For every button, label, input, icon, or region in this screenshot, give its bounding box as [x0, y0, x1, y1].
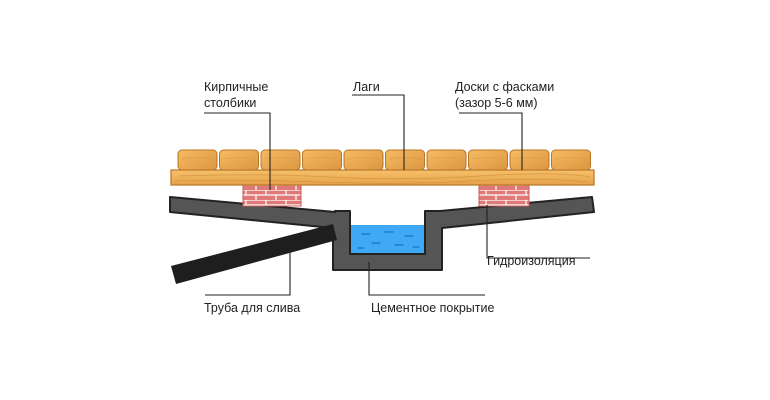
floor-board	[426, 149, 467, 171]
label-boards-line2: (зазор 5-6 мм)	[455, 96, 538, 110]
brick-post-right	[478, 183, 530, 207]
brick-post-left	[242, 183, 302, 207]
floor-board	[468, 149, 508, 171]
floor-board	[302, 149, 342, 171]
floor-board	[219, 149, 259, 171]
board-grain	[472, 157, 504, 160]
leader-brick-posts	[204, 112, 271, 190]
board-grain	[430, 157, 463, 160]
board-grain	[306, 157, 338, 160]
floor-boards	[177, 149, 591, 171]
label-boards-line1: Доски с фасками	[455, 80, 555, 94]
board-grain	[181, 157, 214, 160]
drain-pipe	[171, 224, 337, 284]
water	[351, 225, 424, 253]
leader-waterproofing	[486, 205, 590, 259]
label-cement-coating: Цементное покрытие	[371, 300, 494, 316]
leader-cement	[368, 262, 485, 296]
label-waterproofing: Гидроизоляция	[487, 253, 575, 269]
board-grain	[264, 157, 297, 160]
label-waterproofing-text: Гидроизоляция	[487, 254, 576, 268]
leader-boards	[459, 112, 523, 170]
floor-board	[260, 149, 301, 171]
label-joists: Лаги	[353, 79, 380, 95]
label-drain-pipe-text: Труба для слива	[204, 301, 301, 315]
floor-board	[385, 149, 425, 171]
leader-joists	[352, 94, 405, 170]
floor-board	[509, 149, 550, 171]
label-cement-coating-text: Цементное покрытие	[371, 301, 495, 315]
label-brick-posts-line1: Кирпичные	[204, 80, 269, 94]
board-grain	[513, 157, 546, 160]
board-grain	[555, 157, 587, 160]
joist	[170, 169, 595, 186]
leader-lines	[204, 94, 590, 296]
label-brick-posts-line2: столбики	[204, 96, 257, 110]
leader-drain-pipe	[205, 241, 291, 296]
label-drain-pipe: Труба для слива	[204, 300, 300, 316]
label-boards: Доски с фасками (зазор 5-6 мм)	[455, 79, 554, 111]
water-ripples	[357, 231, 420, 249]
joist-grain	[174, 173, 591, 184]
label-joists-text: Лаги	[353, 80, 380, 94]
label-brick-posts: Кирпичные столбики	[204, 79, 268, 111]
board-grain	[223, 157, 255, 160]
floor-board	[551, 149, 591, 171]
floor-board	[343, 149, 384, 171]
floor-board	[177, 149, 218, 171]
board-grain	[347, 157, 380, 160]
